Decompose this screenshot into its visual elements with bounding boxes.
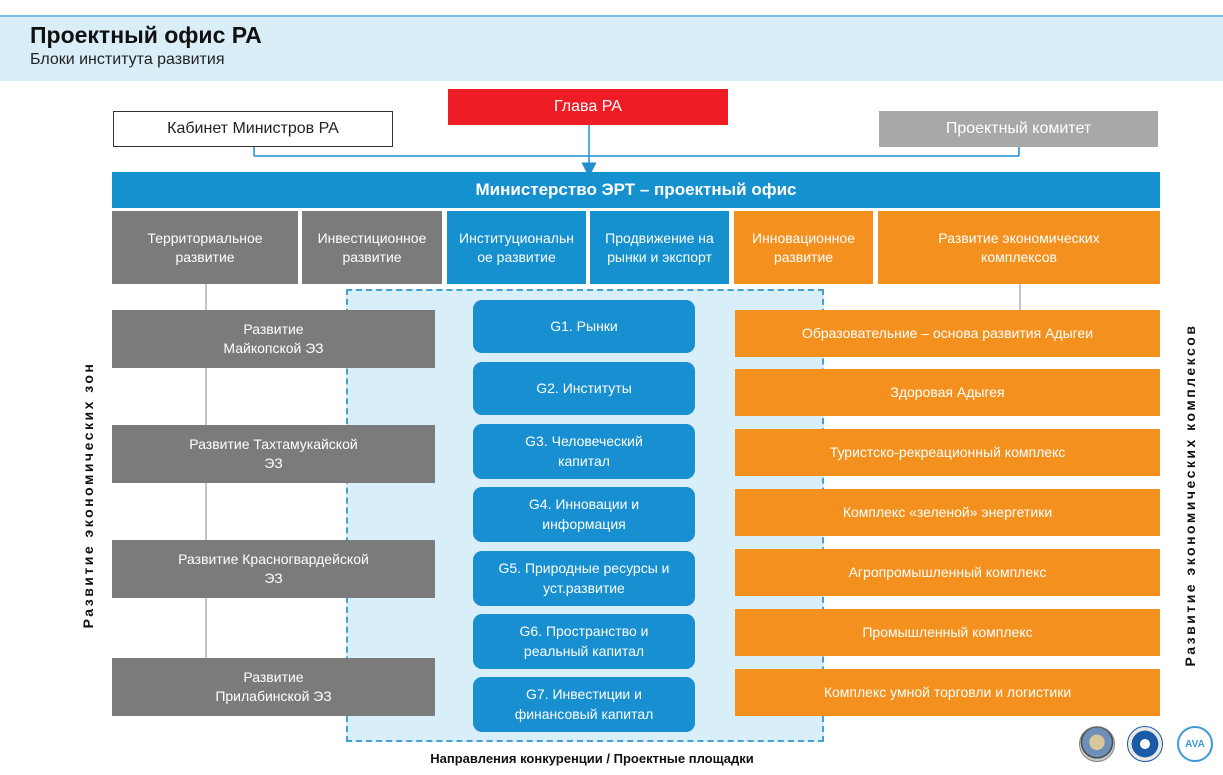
emblem-logo <box>1079 726 1115 762</box>
complex-label: Комплекс умной торговли и логистики <box>823 684 1072 701</box>
direction-g4: G4. Инновации и информация <box>473 487 695 542</box>
ava-logo-text: AVA <box>1185 738 1205 750</box>
block-label: Развитие экономических комплексов <box>938 229 1100 265</box>
direction-label: G5. Природные ресурсы и уст.развитие <box>498 559 670 596</box>
block-investment: Инвестиционное развитие <box>302 211 442 284</box>
zone-maikop: Развитие Майкопской ЭЗ <box>112 310 435 368</box>
direction-g1: G1. Рынки <box>473 300 695 353</box>
direction-g6: G6. Пространство и реальный капитал <box>473 614 695 669</box>
committee-box: Проектный комитет <box>879 111 1158 147</box>
block-territorial: Территориальное развитие <box>112 211 298 284</box>
block-label: Инвестиционное развитие <box>317 229 427 265</box>
left-vertical-label: Развитие экономических зон <box>80 361 96 629</box>
zone-label: Развитие Тахтамукайской ЭЗ <box>189 436 358 471</box>
complex-green-energy: Комплекс «зеленой» энергетики <box>735 489 1160 536</box>
direction-label: G3. Человеческий капитал <box>525 432 643 469</box>
zone-prilabinsky: Развитие Прилабинской ЭЗ <box>112 658 435 716</box>
complex-label: Туристско-рекреационный комплекс <box>829 444 1066 461</box>
block-complexes: Развитие экономических комплексов <box>878 211 1160 284</box>
complex-tourism: Туристско-рекреационный комплекс <box>735 429 1160 476</box>
right-vertical-label: Развитие экономических комплексов <box>1182 323 1198 667</box>
direction-g5: G5. Природные ресурсы и уст.развитие <box>473 551 695 606</box>
ministry-label: Министерство ЭРТ – проектный офис <box>475 180 797 199</box>
direction-g2: G2. Институты <box>473 362 695 415</box>
zone-takhtamukay: Развитие Тахтамукайской ЭЗ <box>112 425 435 483</box>
complex-agro: Агропромышленный комплекс <box>735 549 1160 596</box>
direction-label: G1. Рынки <box>550 317 618 334</box>
head-label: Глава РА <box>554 98 622 115</box>
direction-g3: G3. Человеческий капитал <box>473 424 695 479</box>
ministry-bar: Министерство ЭРТ – проектный офис <box>112 172 1160 208</box>
complex-industry: Промышленный комплекс <box>735 609 1160 656</box>
complex-label: Образовательние – основа развития Адыгеи <box>801 325 1094 342</box>
zone-krasnogvardeysky: Развитие Красногвардейской ЭЗ <box>112 540 435 598</box>
block-promotion: Продвижение на рынки и экспорт <box>590 211 729 284</box>
zone-label: Развитие Красногвардейской ЭЗ <box>178 551 369 586</box>
ava-logo: AVA <box>1177 726 1213 762</box>
head-box: Глава РА <box>448 89 728 125</box>
page-title: Проектный офис РА <box>30 22 262 48</box>
complex-label: Промышленный комплекс <box>862 624 1033 641</box>
complex-logistics: Комплекс умной торговли и логистики <box>735 669 1160 716</box>
block-label: Инновационное развитие <box>751 229 856 265</box>
zone-label: Развитие Майкопской ЭЗ <box>223 321 324 356</box>
complex-health: Здоровая Адыгея <box>735 369 1160 416</box>
direction-label: G6. Пространство и реальный капитал <box>519 622 649 659</box>
block-innovation: Инновационное развитие <box>734 211 873 284</box>
bottom-caption: Направления конкуренции / Проектные площ… <box>430 751 754 766</box>
cabinet-label: Кабинет Министров РА <box>167 120 339 137</box>
block-label: Территориальное развитие <box>147 229 263 265</box>
direction-label: G2. Институты <box>536 379 632 396</box>
block-institutional: Институциональное развитие <box>447 211 586 284</box>
complex-education: Образовательние – основа развития Адыгеи <box>735 310 1160 357</box>
cabinet-box: Кабинет Министров РА <box>113 111 393 147</box>
direction-g7: G7. Инвестиции и финансовый капитал <box>473 677 695 732</box>
complex-label: Комплекс «зеленой» энергетики <box>842 504 1053 521</box>
header-band <box>0 15 1223 81</box>
direction-label: G4. Инновации и информация <box>528 495 640 532</box>
complex-label: Здоровая Адыгея <box>890 384 1005 401</box>
zone-label: Развитие Прилабинской ЭЗ <box>215 669 332 704</box>
page-subtitle: Блоки института развития <box>30 51 225 68</box>
block-label: Продвижение на рынки и экспорт <box>605 229 714 265</box>
block-label: Институциональное развитие <box>459 229 574 265</box>
committee-label: Проектный комитет <box>945 120 1092 137</box>
complex-label: Агропромышленный комплекс <box>848 564 1047 581</box>
direction-label: G7. Инвестиции и финансовый капитал <box>514 685 654 722</box>
coat-of-arms-logo <box>1127 726 1163 762</box>
